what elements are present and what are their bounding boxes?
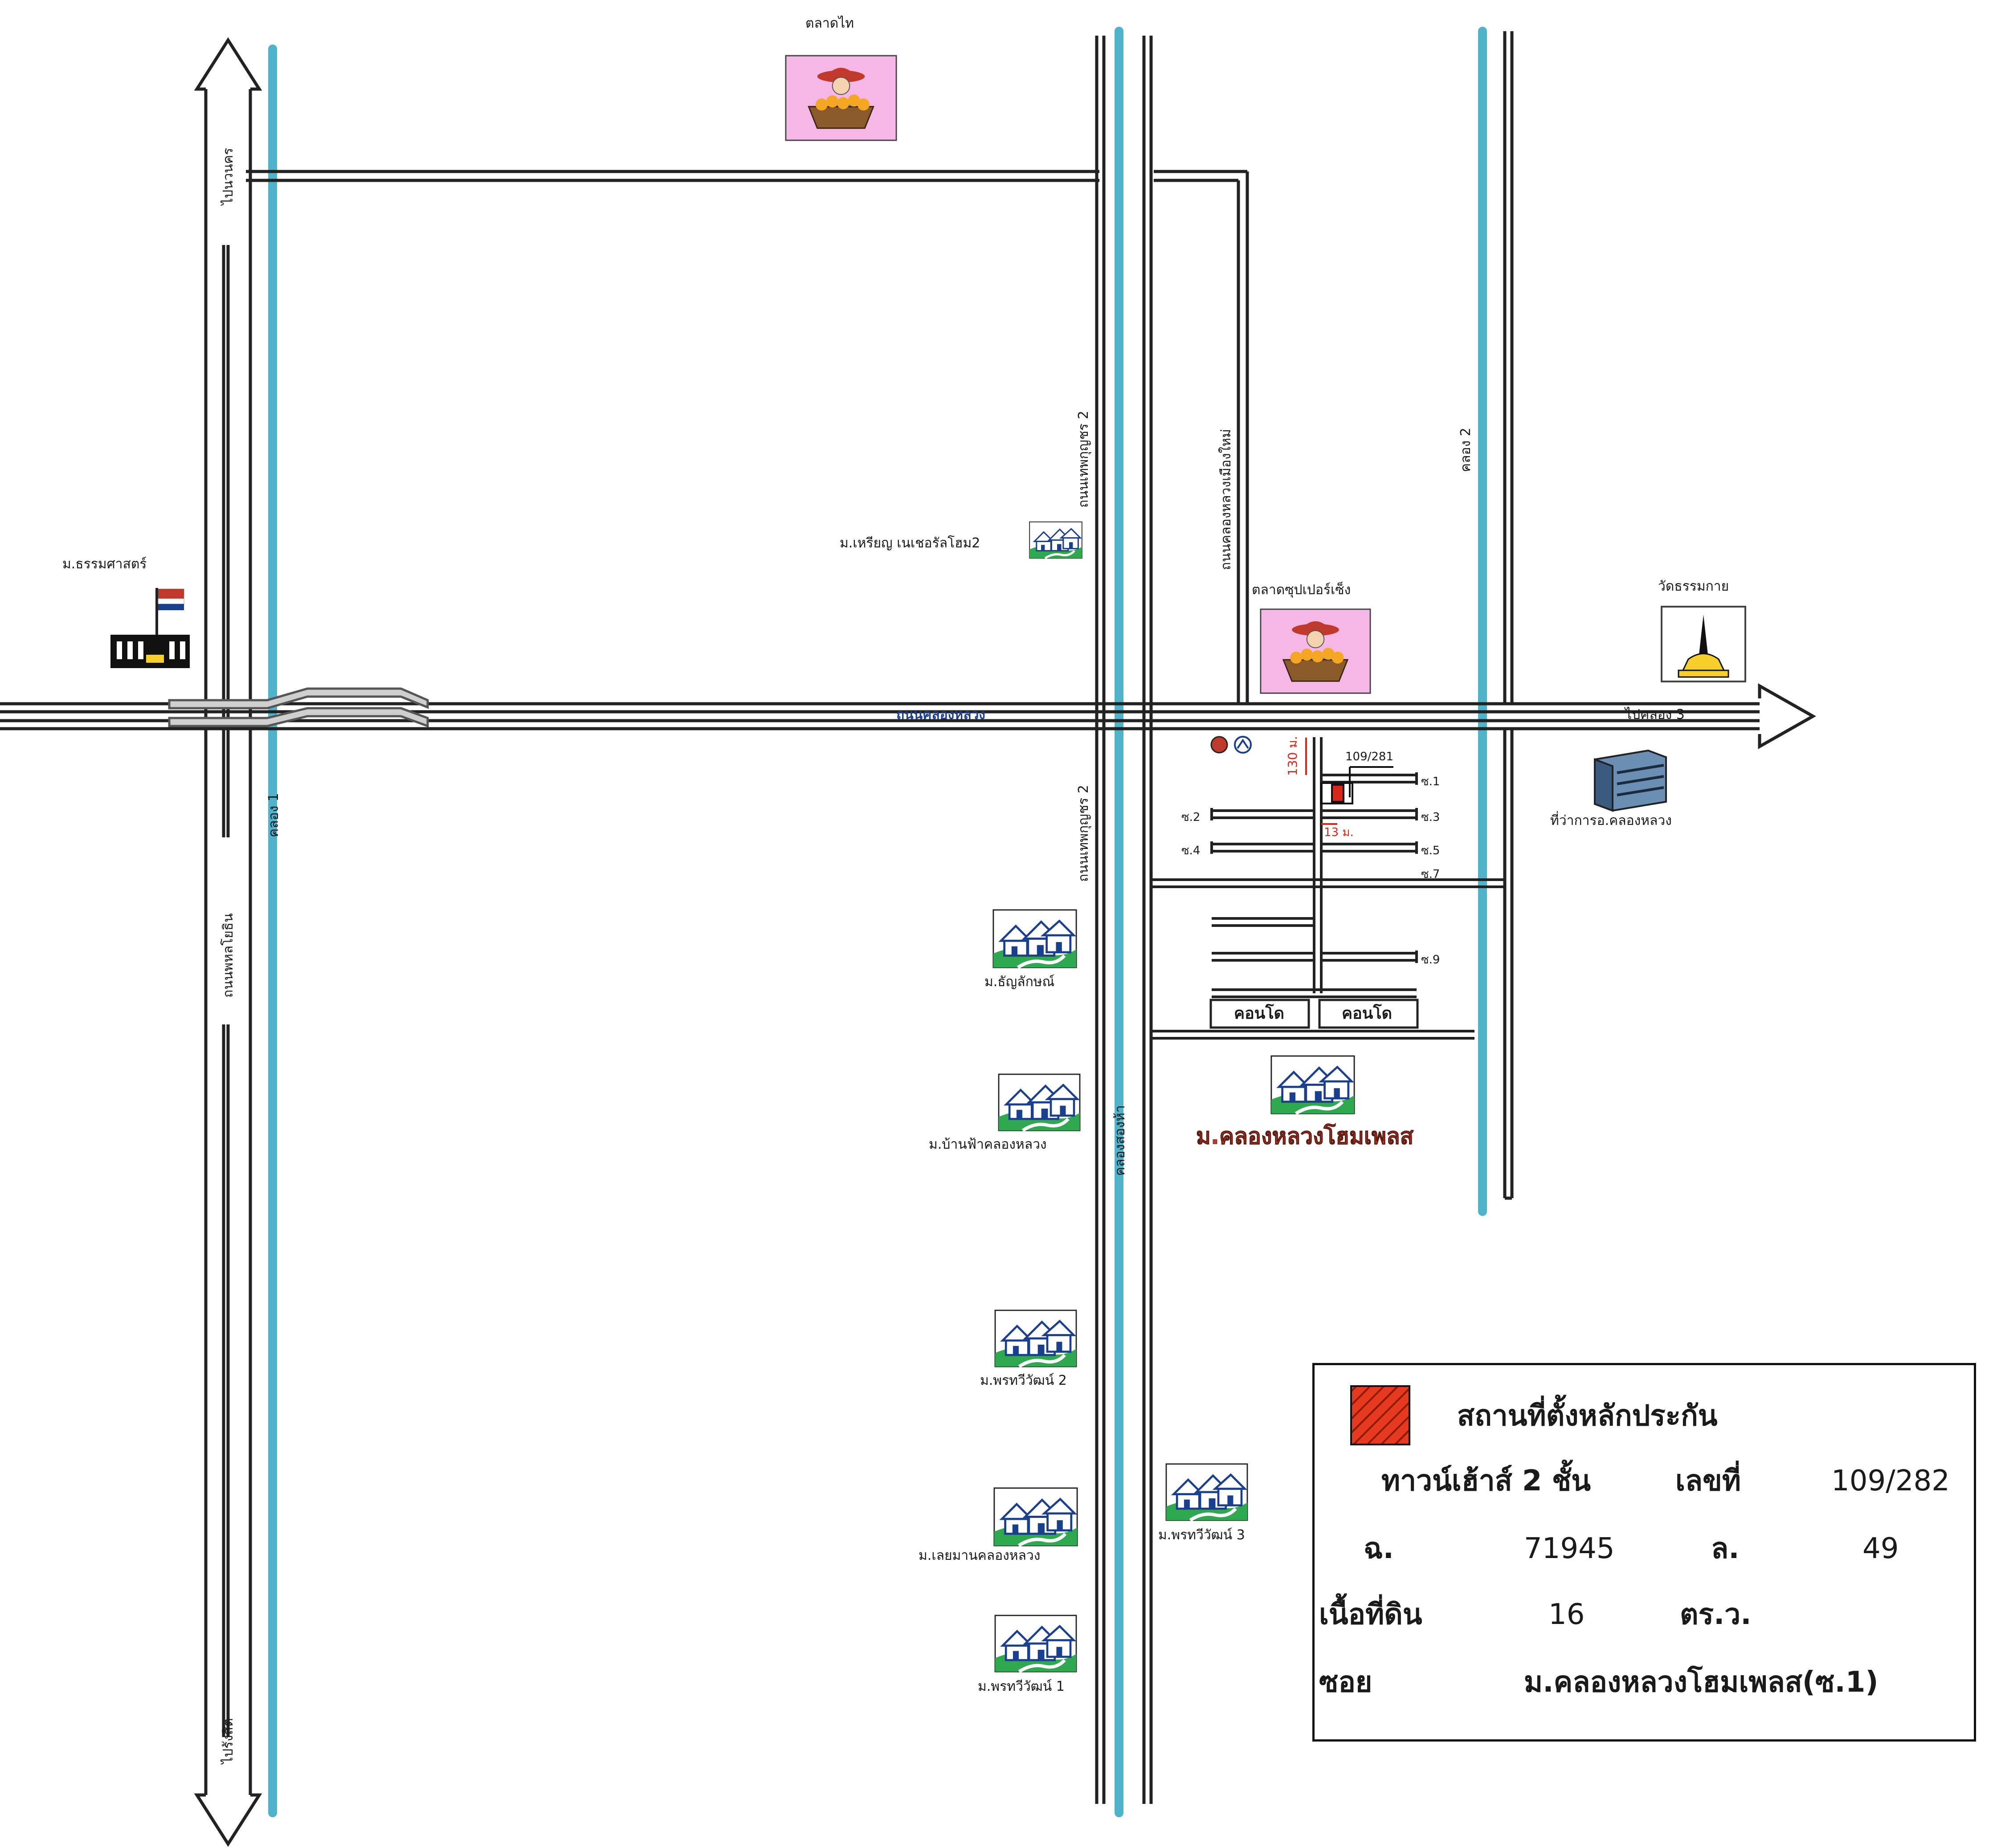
village-prutsawan1-label: ม.พรทวีวัฒน์ 1 (978, 1679, 1065, 1694)
village-prutsawan3-label: ม.พรทวีวัฒน์ 3 (1158, 1527, 1245, 1543)
legend-deed-label: ฉ. (1364, 1532, 1394, 1565)
dist-130-label: 130 ม. (1285, 736, 1300, 776)
overpass (168, 687, 429, 710)
market-top-icon (785, 55, 897, 141)
university-icon (110, 588, 190, 668)
legend-lot-label: ล. (1711, 1532, 1740, 1565)
market-super-label: ตลาดซุปเปอร์เซ็ง (1252, 582, 1351, 598)
canals (268, 27, 1487, 1817)
plot-number-label: 109/281 (1345, 750, 1394, 763)
legend-soi: ม.คลองหลวงโฮมเพลส(ซ.1) (1524, 1666, 1879, 1699)
legend-area: 16 (1548, 1598, 1585, 1631)
condo2-label: คอนโด (1342, 1004, 1393, 1023)
legend-title: สถานที่ตั้งหลักประกัน (1457, 1399, 1718, 1432)
temple-icon (1661, 606, 1746, 682)
village-banfa-icon (999, 1074, 1080, 1130)
khlong-song-label: คลองสองห้า (1112, 1105, 1128, 1176)
soi1-label: ซ.1 (1421, 775, 1440, 788)
soi5-label: ซ.5 (1421, 844, 1440, 857)
arrow-down (194, 1793, 262, 1847)
district-office-label: ที่ว่าการอ.คลองหลวง (1550, 813, 1672, 828)
soi9-label: ซ.9 (1421, 953, 1440, 967)
soi2-label: ซ.2 (1181, 811, 1201, 824)
village-leman-label: ม.เลยมานคลองหลวง (919, 1548, 1041, 1563)
project-roads (1151, 737, 1505, 1040)
to-rangsit-label: ไปรังสิต (221, 1718, 236, 1764)
thep-road-top-label: ถนนเทพกุญชร 2 (1076, 411, 1091, 508)
khlong1-label: คลอง 1 (266, 793, 282, 837)
khlong2-label: คลอง 2 (1458, 428, 1474, 472)
car-dealer-logos (1210, 736, 1252, 754)
phahon-road-label: ถนนพหลโยธิน (221, 913, 236, 998)
village-prutsawan2-label: ม.พรทวีวัฒน์ 2 (980, 1373, 1067, 1388)
soi-ends (1210, 772, 1418, 963)
condo1-label: คอนโด (1234, 1004, 1285, 1023)
market-top-label: ตลาดไท (805, 16, 854, 31)
arrow-right (1758, 683, 1817, 750)
thep-road-bottom-label: ถนนเทพกุญชร 2 (1076, 785, 1091, 882)
village-prutsawan3-icon (1166, 1464, 1247, 1520)
soi4-label: ซ.4 (1181, 844, 1201, 857)
village-charoen-icon (1029, 522, 1082, 559)
legend-number: 109/282 (1831, 1465, 1950, 1497)
thep-road (1095, 36, 1153, 1804)
phahon-road (204, 89, 252, 1795)
to-khlong3-label: ไปคลอง 3 (1625, 707, 1685, 722)
legend-number-label: เลขที่ (1675, 1465, 1741, 1497)
village-thanya-icon (993, 910, 1076, 967)
soi7-label: ซ.7 (1421, 868, 1440, 881)
top-road (246, 170, 1249, 704)
legend-deed: 71945 (1524, 1532, 1615, 1565)
legend-type: ทาวน์เฮ้าส์ 2 ชั้น (1381, 1465, 1591, 1497)
plot-swatch-icon (1350, 1385, 1410, 1445)
dist-13-label: 13 ม. (1324, 826, 1354, 839)
condo-box-2 (1318, 999, 1419, 1029)
soi3-label: ซ.3 (1421, 811, 1440, 824)
condo-box-1 (1209, 999, 1310, 1029)
legend-lot: 49 (1862, 1532, 1899, 1565)
office-icon (1594, 749, 1667, 812)
university-label: ม.ธรรมศาสตร์ (62, 556, 147, 572)
village-project-icon (1271, 1056, 1354, 1114)
village-thanya-label: ม.ธัญลักษณ์ (984, 974, 1055, 990)
legend-area-unit: ตร.ว. (1680, 1598, 1752, 1631)
temple-label: วัดธรรมกาย (1658, 579, 1729, 594)
klong-luang-road-label: ถนนคลองหลวง (896, 707, 985, 722)
village-prutsawan1-icon (995, 1615, 1076, 1672)
village-banfa-label: ม.บ้านฟ้าคลองหลวง (929, 1137, 1047, 1152)
project-name-label: ม.คลองหลวงโฮมเพลส (1196, 1123, 1414, 1150)
to-pathum-label: ไปนวนคร (221, 147, 236, 205)
new-road-label: ถนนคลองหลวงเมืองใหม่ (1218, 429, 1234, 570)
legend-area-label: เนื้อที่ดิน (1319, 1598, 1422, 1631)
market-super-icon (1260, 608, 1371, 694)
arrow-up (194, 37, 262, 91)
village-prutsawan2-icon (995, 1310, 1076, 1367)
village-leman-icon (994, 1488, 1077, 1546)
plot-marker (1331, 784, 1344, 803)
village-charoen-label: ม.เหรียญ เนเชอรัลโฮม2 (840, 535, 980, 551)
legend-box: สถานที่ตั้งหลักประกัน ทาวน์เฮ้าส์ 2 ชั้น… (1312, 1363, 1976, 1742)
legend-soi-label: ซอย (1319, 1666, 1372, 1699)
right-roads (1503, 31, 1514, 1200)
